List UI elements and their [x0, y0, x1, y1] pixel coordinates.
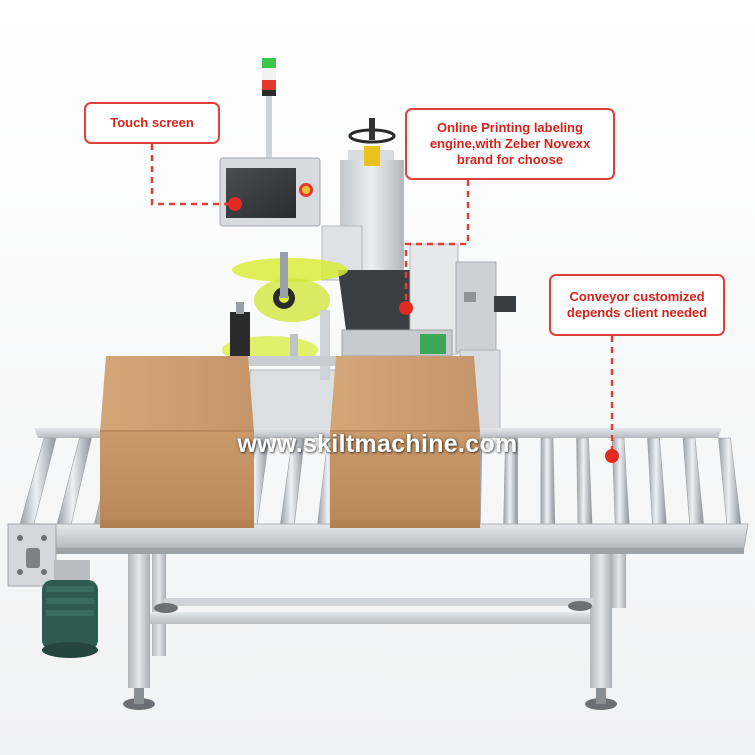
marker-conveyor: [605, 449, 619, 463]
callout-touch-screen: Touch screen: [84, 102, 220, 144]
marker-printing-engine: [399, 301, 413, 315]
callout-printing-engine: Online Printing labeling engine,with Zeb…: [405, 108, 615, 180]
watermark: www.skiltmachine.com: [237, 430, 518, 458]
labeling-machine-body: [219, 58, 516, 431]
marker-touch-screen: [228, 197, 242, 211]
callout-conveyor: Conveyor customized depends client neede…: [549, 274, 725, 336]
cardboard-box-right: [330, 356, 480, 528]
drive-motor: [42, 560, 98, 658]
callout-leaders: [150, 144, 614, 454]
conveyor-stand: [123, 548, 626, 710]
cardboard-box-left: [100, 356, 254, 528]
